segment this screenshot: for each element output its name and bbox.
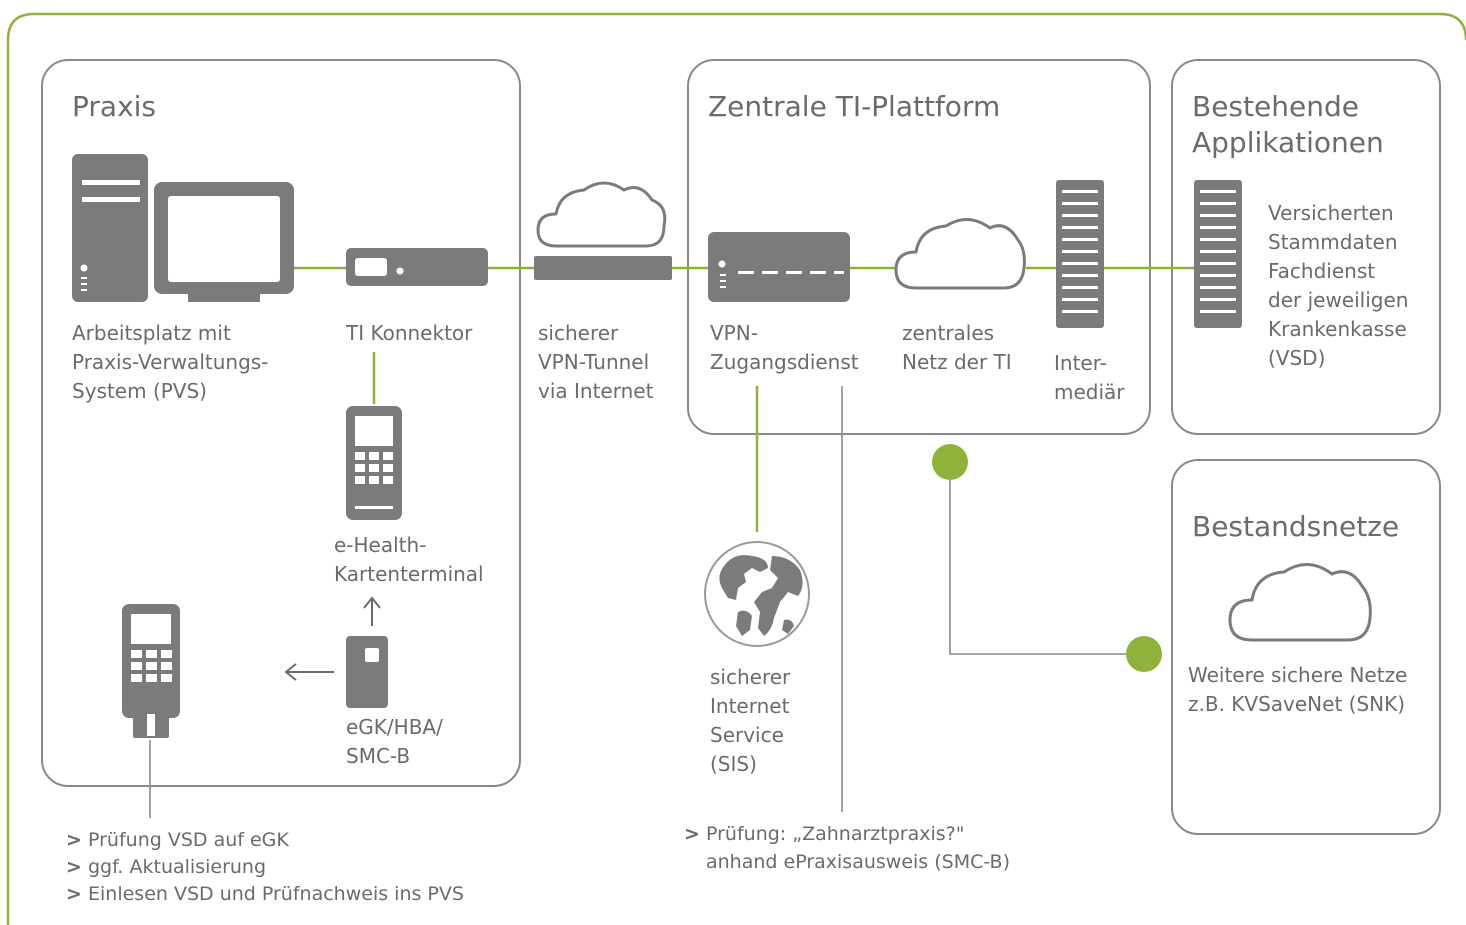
- vsd-label-line-5: Krankenkasse: [1268, 317, 1407, 341]
- arrow-left-icon: [284, 663, 334, 681]
- netz-label: zentrales Netz der TI: [902, 321, 1012, 374]
- workstation-label: Arbeitsplatz mit Praxis-Verwaltungs- Sys…: [72, 321, 275, 403]
- sis-label: sicherer Internet Service (SIS): [710, 665, 797, 776]
- applications-title-line-1: Bestehende: [1192, 90, 1359, 123]
- monitor-icon: [154, 182, 294, 302]
- connector-dot-ti: [932, 444, 968, 480]
- vsd-label-line-3: Fachdienst: [1268, 259, 1375, 283]
- line-ti-bestandsnetze: [949, 462, 1144, 655]
- intermediaer-label: Inter- mediär: [1054, 351, 1125, 404]
- vpn-label: VPN- Zugangsdienst: [710, 321, 859, 374]
- terminal-label-line-2: Kartenterminal: [334, 562, 484, 586]
- sis-label-line-2: Internet: [710, 694, 790, 718]
- card-label-line-2: SMC-B: [346, 744, 410, 768]
- vsd-label-line-4: der jeweiligen: [1268, 288, 1408, 312]
- bestandsnetze-cloud-icon: [1228, 563, 1372, 642]
- vpn-label-line-2: Zugangsdienst: [710, 350, 859, 374]
- notes-left: > Prüfung VSD auf eGK > ggf. Aktualisier…: [66, 829, 464, 905]
- card-label: eGK/HBA/ SMC-B: [346, 715, 449, 768]
- vpn-access-device-icon: [708, 232, 850, 302]
- tunnel-cloud-icon: [536, 181, 667, 248]
- card-terminal-icon: [346, 406, 402, 520]
- bestandsnetze-label-line-2: z.B. KVSaveNet (SNK): [1188, 692, 1405, 716]
- outer-frame: [6, 12, 1466, 925]
- tunnel-label-line-1: sicherer: [538, 321, 619, 345]
- applications-title: Bestehende Applikationen: [1192, 90, 1384, 159]
- vpn-label-line-1: VPN-: [710, 321, 758, 345]
- workstation-label-line-2: Praxis-Verwaltungs-: [72, 350, 268, 374]
- vsd-label-line-6: (VSD): [1268, 346, 1325, 370]
- health-card-icon: [346, 636, 388, 708]
- notes-left-item-3: Einlesen VSD und Prüfnachweis ins PVS: [88, 883, 464, 905]
- vsd-label: Versicherten Stammdaten Fachdienst der j…: [1268, 201, 1415, 370]
- praxis-box: [41, 59, 521, 787]
- notes-left-marker-2: >: [66, 856, 82, 878]
- konnektor-label: TI Konnektor: [345, 321, 473, 345]
- notes-left-marker-3: >: [66, 883, 82, 905]
- praxis-title: Praxis: [72, 90, 156, 123]
- sis-label-line-3: Service: [710, 723, 784, 747]
- connector-dot-bestand: [1126, 636, 1162, 672]
- sis-label-line-4: (SIS): [710, 752, 757, 776]
- bestandsnetze-box: [1171, 459, 1441, 835]
- globe-icon: [704, 541, 810, 647]
- terminal-label-line-1: e-Health-: [334, 533, 426, 557]
- vsd-server-icon: [1194, 180, 1242, 328]
- bestandsnetze-title: Bestandsnetze: [1192, 510, 1399, 543]
- terminal-label: e-Health- Kartenterminal: [334, 533, 484, 586]
- ti-network-cloud-icon: [894, 218, 1026, 290]
- applications-box: [1171, 59, 1441, 435]
- intermediaer-label-line-1: Inter-: [1054, 351, 1107, 375]
- notes-center: > Prüfung: „Zahnarztpraxis?" anhand ePra…: [684, 823, 1010, 873]
- workstation-label-line-3: System (PVS): [72, 379, 207, 403]
- tunnel-label-line-3: via Internet: [538, 379, 654, 403]
- vpn-tunnel-pipe: [534, 256, 672, 280]
- tunnel-label: sicherer VPN-Tunnel via Internet: [538, 321, 656, 403]
- bestandsnetze-label: Weitere sichere Netze z.B. KVSaveNet (SN…: [1188, 663, 1414, 716]
- card-label-line-1: eGK/HBA/: [346, 715, 443, 739]
- bestandsnetze-label-line-1: Weitere sichere Netze: [1188, 663, 1407, 687]
- notes-left-marker-1: >: [66, 829, 82, 851]
- intermediaer-server-icon: [1056, 180, 1104, 328]
- vsd-label-line-1: Versicherten: [1268, 201, 1394, 225]
- card-terminal-inserted-icon: [122, 604, 180, 738]
- pc-tower-icon: [72, 154, 148, 302]
- notes-center-line-2: anhand ePraxisausweis (SMC-B): [706, 851, 1010, 873]
- notes-left-item-2: ggf. Aktualisierung: [88, 856, 266, 878]
- konnektor-icon: [346, 248, 488, 286]
- netz-label-line-1: zentrales: [902, 321, 994, 345]
- ti-platform-box: [687, 59, 1151, 435]
- workstation-label-line-1: Arbeitsplatz mit: [72, 321, 231, 345]
- sis-label-line-1: sicherer: [710, 665, 791, 689]
- tunnel-label-line-2: VPN-Tunnel: [538, 350, 649, 374]
- netz-label-line-2: Netz der TI: [902, 350, 1012, 374]
- arrow-up-icon: [363, 596, 381, 626]
- notes-center-marker: >: [684, 823, 700, 845]
- intermediaer-label-line-2: mediär: [1054, 380, 1125, 404]
- ti-platform-title: Zentrale TI-Plattform: [708, 90, 1000, 123]
- notes-center-line-1: Prüfung: „Zahnarztpraxis?": [706, 823, 964, 845]
- vsd-label-line-2: Stammdaten: [1268, 230, 1398, 254]
- notes-left-item-1: Prüfung VSD auf eGK: [88, 829, 289, 851]
- applications-title-line-2: Applikationen: [1192, 126, 1384, 159]
